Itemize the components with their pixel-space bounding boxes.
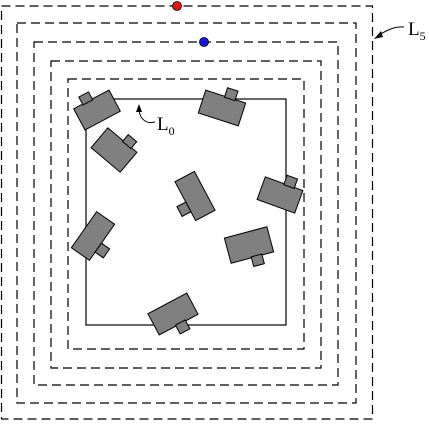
obstacle-8 — [147, 292, 199, 336]
blue-point — [199, 37, 209, 47]
dashed-loop-2 — [50, 60, 322, 369]
label-l0-main: L — [157, 114, 169, 135]
obstacle-2 — [90, 127, 138, 173]
dashed-loop-4 — [16, 22, 357, 404]
dashed-loops — [0, 5, 374, 420]
label-l0-sub: 0 — [169, 124, 175, 138]
label-l5-main: L — [408, 19, 420, 40]
l0-pointer — [136, 104, 156, 123]
dashed-loop-1 — [67, 78, 305, 350]
obstacle-7 — [223, 226, 275, 268]
label-l5: L5 — [408, 19, 426, 43]
obstacle-4 — [174, 170, 216, 222]
dashed-loop-3 — [33, 41, 339, 386]
obstacle-1 — [73, 89, 121, 131]
label-l0: L0 — [157, 114, 175, 138]
label-l5-sub: 5 — [420, 29, 426, 43]
l5-pointer — [374, 26, 405, 39]
red-point — [172, 1, 182, 11]
obstacles — [70, 87, 304, 336]
obstacle-3 — [197, 87, 247, 127]
obstacle-6 — [70, 210, 116, 262]
dashed-loop-5 — [0, 5, 374, 420]
obstacle-5 — [256, 174, 304, 214]
